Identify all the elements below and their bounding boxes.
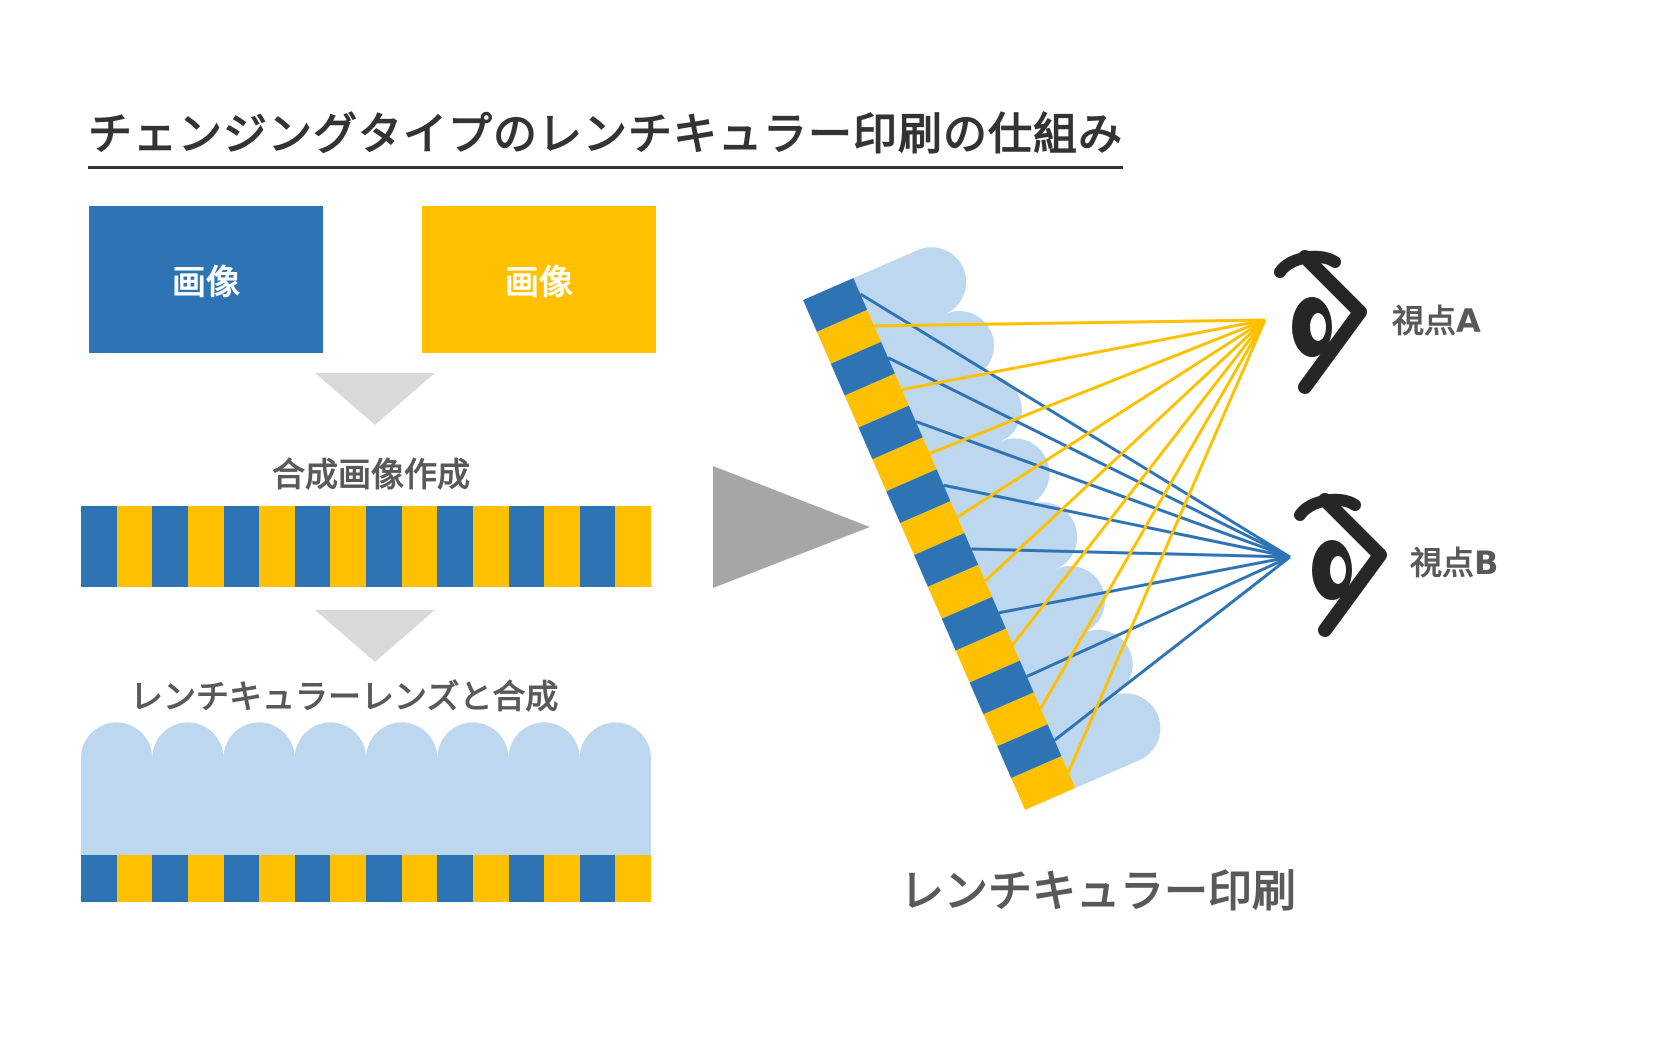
stripe: [330, 506, 366, 587]
result-label: レンチキュラー印刷: [900, 866, 1296, 917]
tilted-stripe: [927, 564, 993, 619]
stripe: [615, 855, 651, 902]
light-ray: [887, 356, 1291, 559]
stripe: [472, 855, 509, 902]
stripe: [508, 855, 545, 902]
stripe: [401, 855, 438, 902]
lens-bump: [81, 722, 153, 794]
stripe: [579, 506, 616, 587]
composite-label: 合成画像作成: [272, 455, 470, 494]
lens-bump: [508, 722, 580, 794]
stripe: [81, 506, 117, 587]
image-b-label: 画像: [505, 263, 573, 303]
stripe: [401, 506, 438, 587]
tilted-stripe: [941, 596, 1007, 651]
viewpoint-b-label: 視点B: [1410, 544, 1499, 582]
tilted-stripe: [969, 660, 1034, 715]
lens-bump: [437, 722, 509, 794]
light-ray: [998, 555, 1291, 615]
lens-bump: [366, 722, 438, 794]
tilted-stripe: [816, 309, 882, 364]
stripe: [81, 855, 117, 902]
tilted-lens-bump: [1007, 502, 1078, 572]
composite-stripes: [81, 506, 651, 587]
tilted-stripe: [858, 405, 923, 460]
stripe: [615, 506, 651, 587]
stripe: [223, 506, 260, 587]
stripe: [187, 506, 224, 587]
stripe: [187, 855, 224, 902]
tilted-stripe: [830, 341, 896, 396]
tilted-stripe: [914, 533, 979, 587]
light-ray: [874, 318, 1266, 328]
light-ray: [859, 292, 1291, 559]
image-a-label: 画像: [172, 263, 240, 303]
diagram-title: チェンジングタイプのレンチキュラー印刷の仕組み: [88, 98, 1123, 169]
light-ray: [915, 420, 1291, 559]
tilted-stripe: [1011, 756, 1076, 810]
light-ray: [943, 483, 1291, 559]
tilted-lens-bump: [1035, 565, 1106, 636]
light-ray: [1011, 319, 1267, 646]
eye-b-icon: [1294, 493, 1387, 637]
tilted-stripe: [997, 724, 1062, 779]
stripe: [152, 855, 188, 902]
light-ray: [956, 318, 1266, 519]
light-ray: [901, 318, 1266, 392]
image-b-box: 画像: [422, 206, 656, 353]
lens-bump: [152, 722, 224, 794]
tilted-lens-bump: [952, 374, 1022, 445]
light-ray: [984, 318, 1267, 582]
light-ray: [1053, 555, 1291, 742]
tilted-lens-bump: [1090, 693, 1161, 763]
stripe: [544, 506, 580, 587]
right-arrow: [713, 466, 870, 588]
down-arrow-2: [315, 610, 435, 662]
lens-base-stripes: [81, 855, 651, 902]
tilted-stripe: [983, 692, 1048, 747]
stripe: [116, 506, 153, 587]
tilted-lens-bump: [924, 310, 995, 381]
light-ray: [1067, 319, 1267, 773]
eye-a-icon: [1274, 250, 1367, 394]
stripe: [330, 855, 366, 902]
stripe: [366, 855, 402, 902]
stripe: [116, 855, 153, 902]
stripe: [508, 506, 545, 587]
stripe: [544, 855, 580, 902]
down-arrow-1: [315, 373, 435, 425]
stripe: [223, 855, 260, 902]
tilted-stripe: [886, 469, 951, 524]
stripe: [294, 506, 331, 587]
viewpoint-a-label: 視点A: [1392, 302, 1481, 340]
lens-bump: [223, 722, 295, 794]
stripe: [259, 855, 295, 902]
lens-bump: [579, 722, 651, 794]
tilted-stripe: [844, 373, 909, 428]
stripe: [259, 506, 295, 587]
tilted-stripe: [900, 501, 965, 555]
stripe: [437, 855, 473, 902]
tilted-stripe: [955, 628, 1020, 683]
stripe: [437, 506, 473, 587]
tilted-lens-bump: [896, 247, 967, 317]
stripe: [294, 855, 331, 902]
stripe: [366, 506, 402, 587]
tilted-lens-bump: [1063, 629, 1133, 700]
tilted-stripe: [872, 437, 937, 492]
stripe: [579, 855, 616, 902]
tilted-stripe: [803, 278, 868, 332]
light-ray: [1039, 319, 1267, 710]
lens-bump: [294, 722, 366, 794]
stripe: [152, 506, 188, 587]
image-a-box: 画像: [89, 206, 323, 353]
light-ray: [929, 318, 1266, 455]
lens-label: レンチキュラーレンズと合成: [130, 677, 559, 716]
stripe: [472, 506, 509, 587]
